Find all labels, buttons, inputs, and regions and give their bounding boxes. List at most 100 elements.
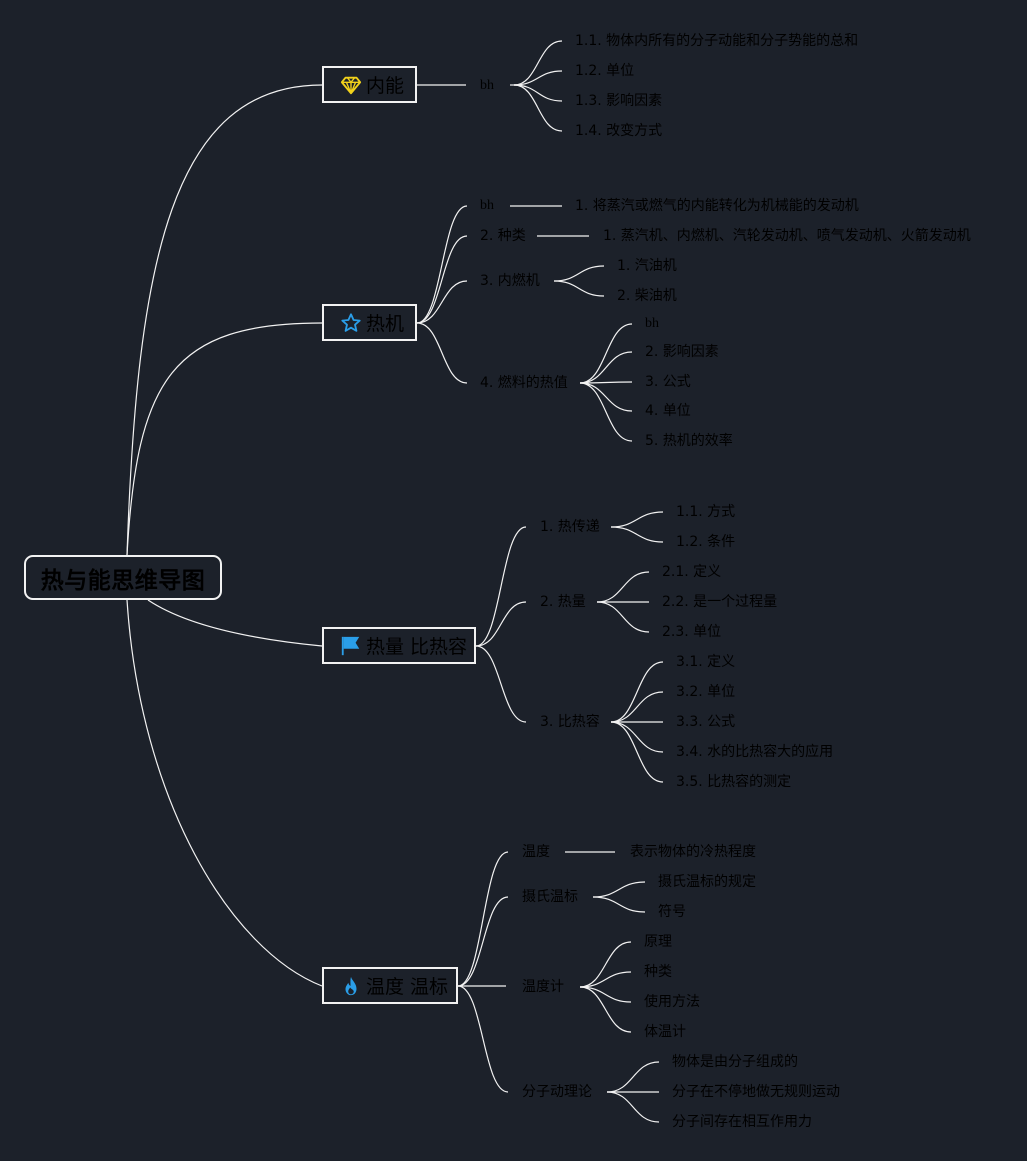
connector-curve — [596, 571, 650, 603]
leaf-label[interactable]: 表示物体的冷热程度 — [630, 844, 756, 860]
leaf-label[interactable]: 分子间存在相互作用力 — [672, 1114, 812, 1130]
subtopic-label[interactable]: bh — [480, 198, 494, 213]
connector-curve — [579, 323, 633, 384]
subtopic-label[interactable]: 4. 燃料的热值 — [480, 375, 568, 391]
leaf-label[interactable]: 5. 热机的效率 — [645, 433, 733, 449]
connector-curve — [579, 971, 632, 988]
branch-internal-energy[interactable]: 内能 — [322, 66, 417, 103]
leaf-label[interactable]: 4. 单位 — [645, 403, 691, 419]
root-title: 热与能思维导图 — [40, 567, 206, 594]
connector-curve — [416, 235, 468, 324]
connector-curve — [610, 526, 664, 543]
connector-curve — [606, 1061, 660, 1093]
connector-curve — [553, 265, 605, 282]
connector-curve — [457, 985, 509, 1093]
connector-curve — [416, 205, 468, 324]
connector-curve — [579, 986, 632, 1033]
connector-curve — [610, 721, 664, 783]
leaf-label[interactable]: 3.5. 比热容的测定 — [676, 774, 792, 790]
leaf-label[interactable]: 1.2. 单位 — [575, 63, 635, 79]
connector-curve — [579, 382, 633, 442]
leaf-label[interactable]: 3.2. 单位 — [676, 684, 736, 700]
leaf-label[interactable]: 使用方法 — [644, 994, 700, 1010]
leaf-label[interactable]: 符号 — [658, 904, 686, 920]
connector-curve — [457, 851, 509, 987]
connector-curve — [610, 661, 664, 723]
leaf-label[interactable]: 1.4. 改变方式 — [575, 123, 663, 139]
subtopic-label[interactable]: 2. 热量 — [540, 594, 586, 610]
leaf-label[interactable]: 摄氏温标的规定 — [658, 874, 756, 890]
leaf-label[interactable]: 3.1. 定义 — [676, 654, 736, 670]
connector-curve — [457, 896, 509, 987]
branch-title: 热机 — [366, 313, 405, 335]
leaf-label[interactable]: 2. 影响因素 — [645, 344, 719, 360]
connector-curve — [513, 84, 563, 132]
subtopic-label[interactable]: 3. 内燃机 — [480, 273, 540, 289]
connector-curve — [592, 896, 646, 913]
branch-title: 内能 — [366, 75, 405, 97]
leaf-label[interactable]: 1. 将蒸汽或燃气的内能转化为机械能的发动机 — [575, 198, 859, 214]
leaf-label[interactable]: 1. 蒸汽机、内燃机、汽轮发动机、喷气发动机、火箭发动机 — [603, 228, 971, 244]
leaf-label[interactable]: 种类 — [644, 964, 672, 980]
connector-curve — [475, 601, 527, 647]
subtopic-label[interactable]: 摄氏温标 — [522, 889, 578, 905]
connector-curve — [475, 526, 527, 647]
connector-curve — [553, 280, 605, 297]
leaf-label[interactable]: 1.3. 影响因素 — [575, 93, 663, 109]
branch-heat-engine[interactable]: 热机 — [322, 304, 417, 341]
leaf-label[interactable]: 分子在不停地做无规则运动 — [672, 1084, 840, 1100]
star-outline-icon — [340, 312, 362, 334]
connector-curve — [579, 351, 633, 384]
connector-curve — [513, 84, 563, 102]
connector-curve — [513, 70, 563, 86]
subtopic-label[interactable]: 分子动理论 — [522, 1084, 592, 1100]
leaf-label[interactable]: bh — [645, 316, 659, 331]
connector-curve — [610, 691, 664, 723]
leaf-label[interactable]: 3.4. 水的比热容大的应用 — [676, 744, 834, 760]
root-branch-curve — [126, 84, 323, 556]
leaf-label[interactable]: 2. 柴油机 — [617, 288, 677, 304]
connector-curve — [579, 986, 632, 1003]
branch-title: 温度 温标 — [366, 976, 449, 998]
subtopic-label[interactable]: 温度计 — [522, 979, 564, 995]
flame-icon — [340, 975, 362, 997]
connector-curve — [610, 721, 664, 753]
leaf-label[interactable]: 2.3. 单位 — [662, 624, 722, 640]
leaf-label[interactable]: 1.2. 条件 — [676, 534, 736, 550]
root-branch-curve — [126, 322, 323, 556]
subtopic-label[interactable]: bh — [480, 78, 494, 93]
branch-title: 热量 比热容 — [366, 636, 468, 658]
leaf-label[interactable]: 1. 汽油机 — [617, 258, 677, 274]
leaf-label[interactable]: 3. 公式 — [645, 374, 691, 390]
leaf-label[interactable]: 物体是由分子组成的 — [672, 1054, 798, 1070]
connector-curve — [610, 511, 664, 528]
leaf-label[interactable]: 1.1. 方式 — [676, 504, 736, 520]
leaf-label[interactable]: 体温计 — [644, 1024, 686, 1040]
connector-curve — [606, 1091, 660, 1123]
root-topic[interactable]: 热与能思维导图 — [24, 555, 222, 600]
connector-curve — [596, 601, 650, 633]
subtopic-label[interactable]: 1. 热传递 — [540, 519, 600, 535]
subtopic-label[interactable]: 2. 种类 — [480, 228, 526, 244]
connector-curve — [579, 941, 632, 988]
leaf-label[interactable]: 2.2. 是一个过程量 — [662, 594, 778, 610]
connector-curve — [579, 382, 633, 412]
subtopic-label[interactable]: 3. 比热容 — [540, 714, 600, 730]
leaf-label[interactable]: 2.1. 定义 — [662, 564, 722, 580]
leaf-label[interactable]: 原理 — [644, 934, 672, 950]
root-branch-curve — [147, 599, 323, 647]
connector-curve — [475, 645, 527, 723]
leaf-label[interactable]: 3.3. 公式 — [676, 714, 736, 730]
connector-curve — [592, 881, 646, 898]
connector-curve — [416, 280, 468, 324]
flag-icon — [340, 635, 362, 657]
leaf-label[interactable]: 1.1. 物体内所有的分子动能和分子势能的总和 — [575, 33, 859, 49]
root-branch-curve — [126, 599, 323, 987]
diamond-icon — [340, 74, 362, 96]
branch-heat-specific-heat[interactable]: 热量 比热容 — [322, 627, 476, 664]
branch-temperature-scale[interactable]: 温度 温标 — [322, 967, 458, 1004]
connector-curve — [513, 40, 563, 86]
connector-curve — [416, 322, 468, 384]
subtopic-label[interactable]: 温度 — [522, 844, 550, 860]
